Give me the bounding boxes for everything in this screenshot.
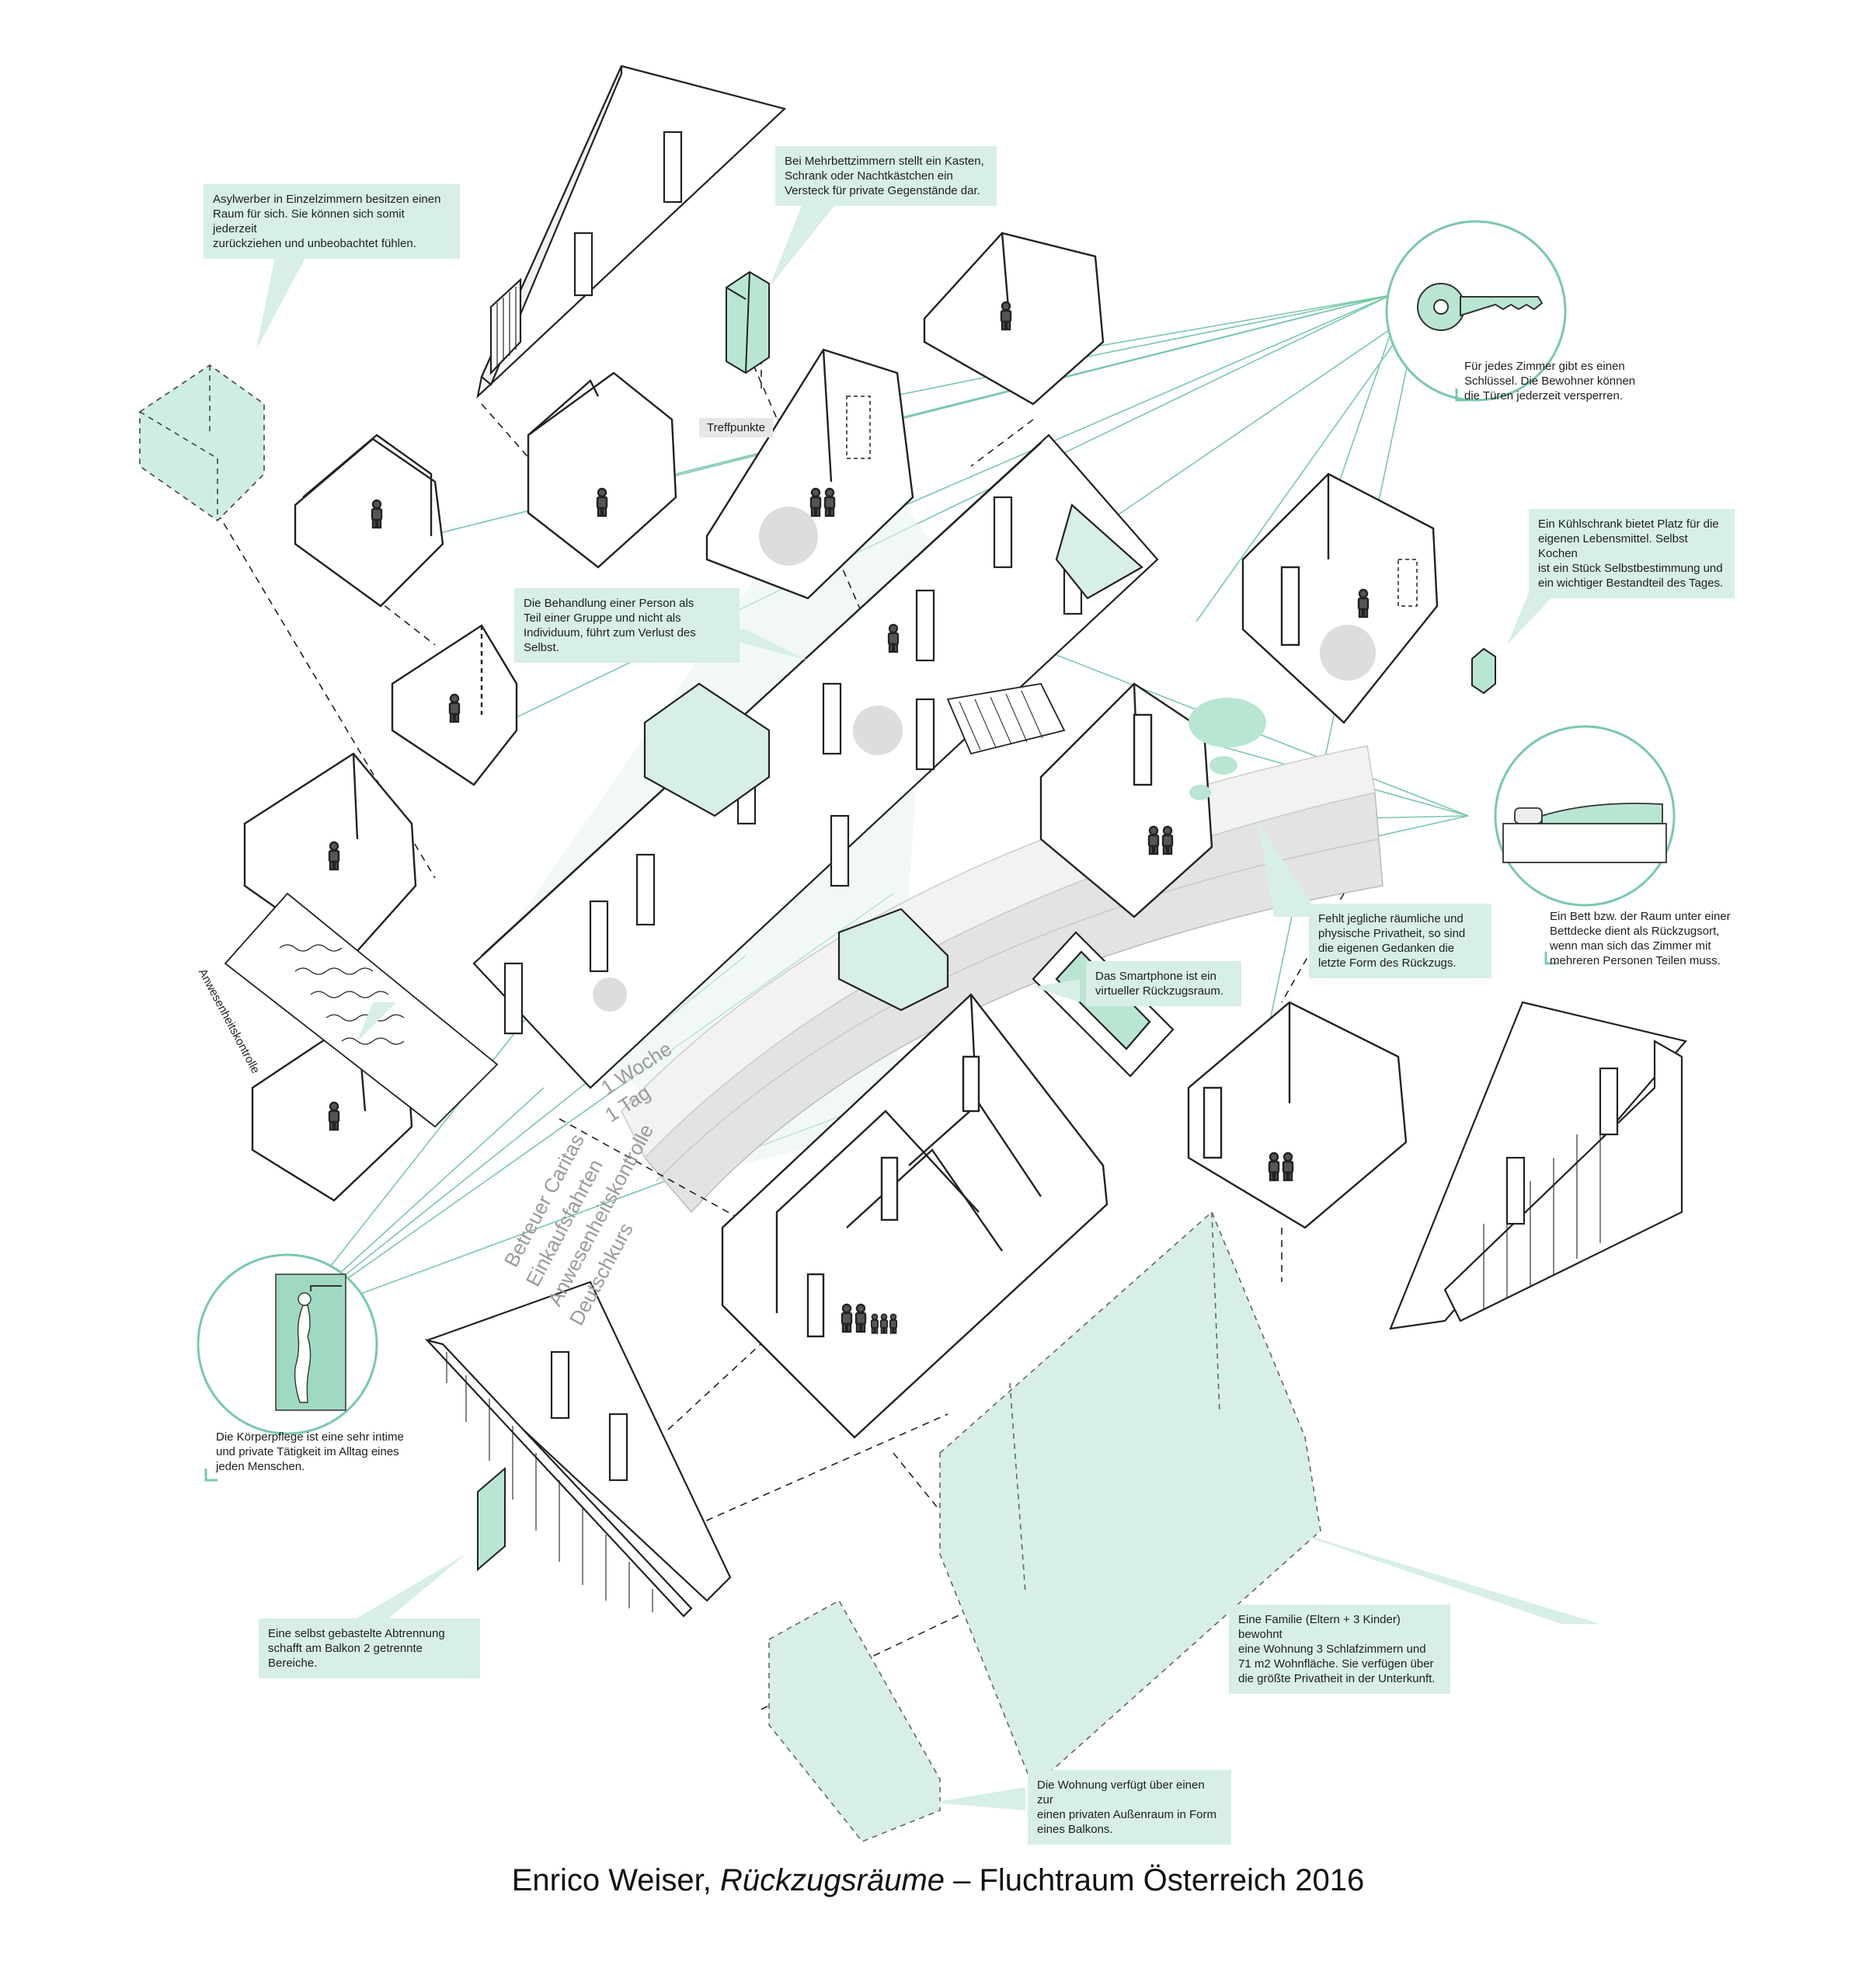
key-circle bbox=[1385, 220, 1567, 402]
room-single-1 bbox=[294, 434, 444, 608]
house-volume-ghost bbox=[139, 364, 265, 522]
callout-einzelzimmer: Asylwerber in Einzelzimmern besitzen ein… bbox=[204, 184, 460, 259]
callout-smartphone: Das Smartphone ist ein virtueller Rückzu… bbox=[1086, 961, 1241, 1006]
caption-rest: – Fluchtraum Österreich 2016 bbox=[945, 1863, 1365, 1897]
room-kitchen bbox=[1241, 472, 1439, 724]
label-treffpunkte: Treffpunkte bbox=[699, 418, 774, 437]
callout-behandlung: Die Behandlung einer Person als Teil ein… bbox=[514, 588, 740, 663]
balcony-volume-ghost bbox=[768, 1599, 941, 1842]
shower-icon bbox=[275, 1273, 346, 1411]
callout-bett: Ein Bett bzw. der Raum unter einer Bettd… bbox=[1550, 910, 1731, 967]
corridor-building bbox=[472, 434, 1159, 1089]
room-single-3 bbox=[391, 624, 518, 786]
room-shared-treffpunkt bbox=[705, 348, 914, 600]
stair-element bbox=[946, 683, 1066, 755]
balcony-partition bbox=[477, 1466, 506, 1572]
figure-caption: Enrico Weiser, Rückzugsräume – Fluchtrau… bbox=[0, 1863, 1876, 1898]
roof-slab-right bbox=[1389, 1001, 1688, 1330]
callout-pointers bbox=[256, 190, 1600, 1810]
room-shared-2 bbox=[1039, 682, 1213, 918]
callout-privatheit: Fehlt jegliche räumliche und physische P… bbox=[1309, 904, 1491, 978]
callout-mehrbettzimmer: Bei Mehrbettzimmern stellt ein Kasten, S… bbox=[775, 146, 997, 206]
apartment-volume-ghost bbox=[939, 1211, 1321, 1789]
callout-abtrennung: Eine selbst gebastelte Abtrennung schaff… bbox=[259, 1618, 480, 1678]
fridge-object bbox=[1471, 647, 1496, 695]
thought-bubbles bbox=[1189, 698, 1266, 800]
room-top-right bbox=[923, 232, 1105, 406]
callout-schluessel: Für jedes Zimmer gibt es einen Schlüssel… bbox=[1464, 360, 1636, 402]
caption-author: Enrico Weiser, bbox=[511, 1863, 720, 1897]
callout-kuehlschrank: Ein Kühlschrank bietet Platz für die eig… bbox=[1529, 509, 1735, 598]
family-apartment bbox=[721, 993, 1109, 1439]
roof-bottom-left bbox=[424, 1280, 732, 1618]
shower-circle bbox=[197, 1253, 378, 1435]
key-icon bbox=[1417, 283, 1544, 331]
room-shared-3 bbox=[1187, 1001, 1408, 1229]
timeline-floor bbox=[621, 745, 1384, 1214]
roof-slab-top bbox=[476, 64, 787, 399]
waiting-floor bbox=[224, 892, 499, 1128]
bed-icon bbox=[1502, 803, 1667, 863]
bed-circle bbox=[1494, 725, 1676, 907]
locker-object bbox=[726, 270, 770, 375]
callout-balkon: Die Wohnung verfügt über einen zur einen… bbox=[1028, 1770, 1231, 1845]
callout-ticks bbox=[204, 388, 1558, 1482]
room-single-2 bbox=[527, 371, 677, 569]
callout-koerperpflege: Die Körperpflege ist eine sehr intime un… bbox=[216, 1430, 404, 1473]
caption-title: Rückzugsräume bbox=[720, 1863, 945, 1897]
callout-familie: Eine Familie (Eltern + 3 Kinder) bewohnt… bbox=[1229, 1604, 1450, 1694]
